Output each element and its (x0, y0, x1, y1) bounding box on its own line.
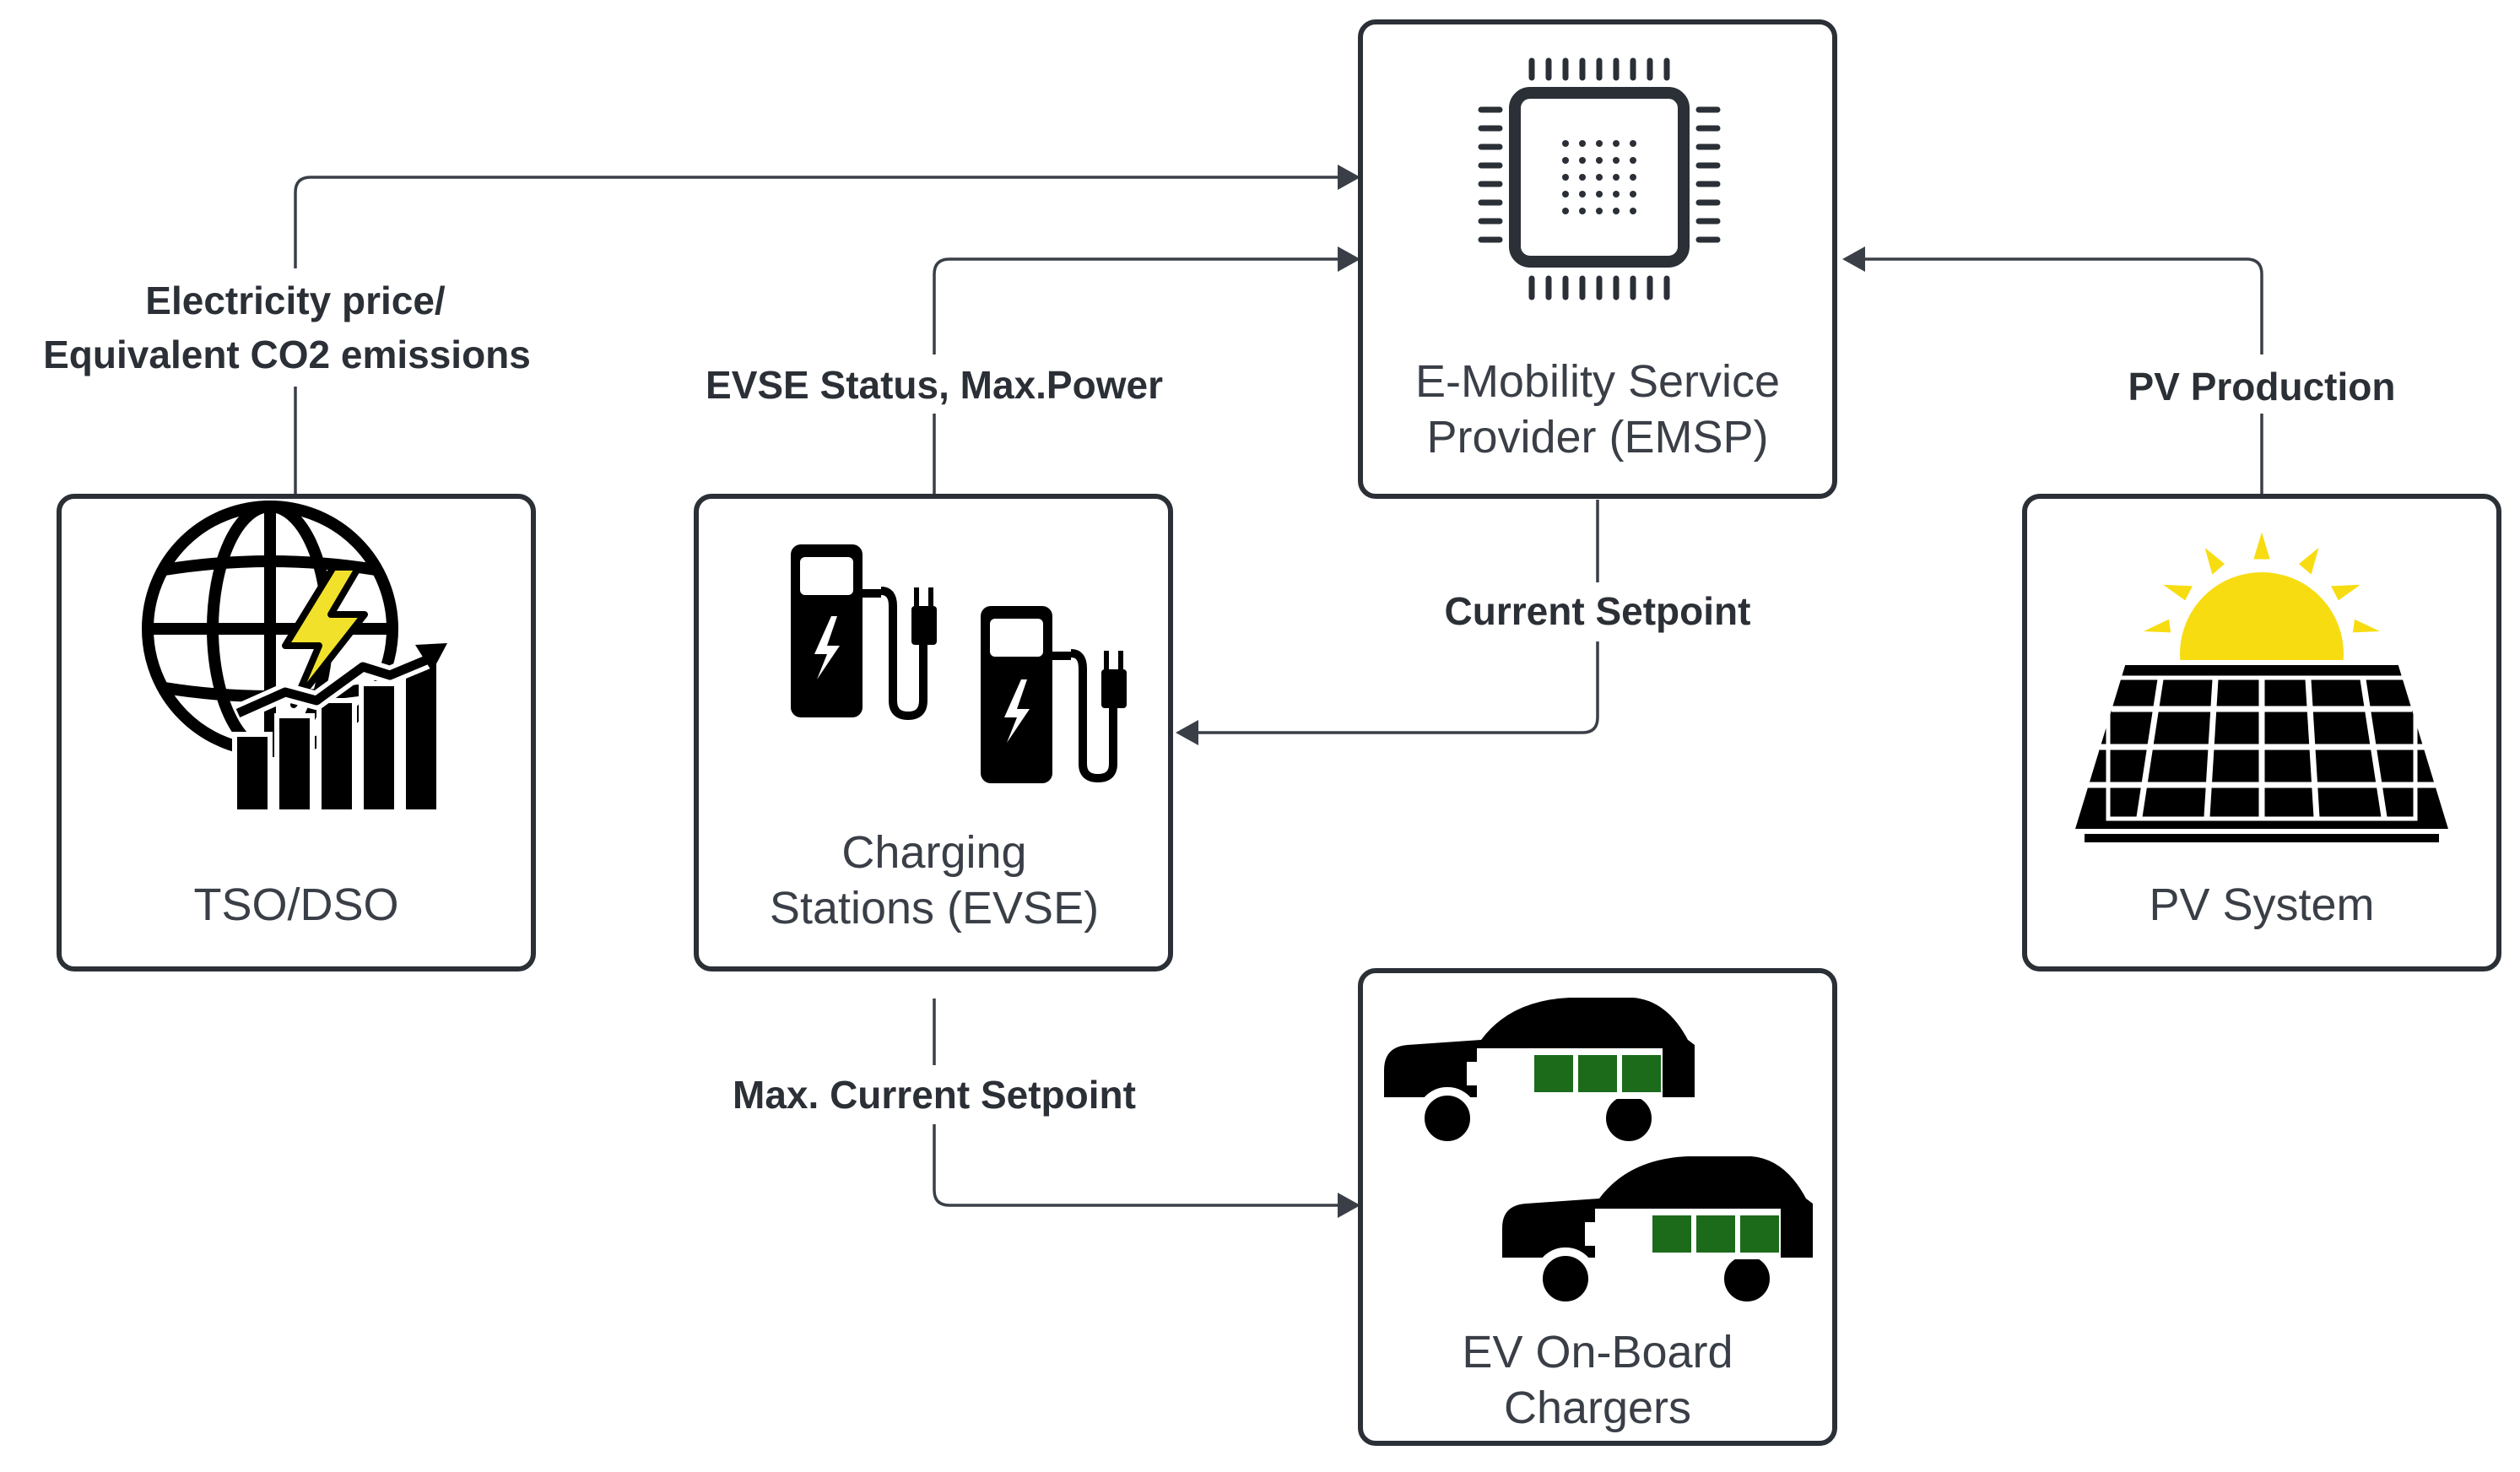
edge-evse-to-ev (933, 998, 1360, 1218)
edge-label-current-setpoint: Current Setpoint (1445, 589, 1751, 633)
edge-label-evse-status: EVSE Status, Max.Power (706, 363, 1163, 407)
node-evse-label-line1: Charging (841, 827, 1026, 878)
globe-lightning-chart-icon (142, 501, 447, 814)
node-tso-label: TSO/DSO (193, 879, 398, 930)
solar-panel-icon (2068, 517, 2456, 842)
node-tso: TSO/DSO (57, 494, 536, 971)
node-ev-label-line1: EV On-Board (1462, 1327, 1733, 1377)
electric-car-battery-icon (1384, 998, 1813, 1310)
edge-pv-to-emsp (1842, 246, 2263, 494)
edge-label-pv-production: PV Production (2128, 365, 2396, 409)
node-evse: Charging Stations (EVSE) (694, 494, 1173, 971)
node-emsp-label-line1: E-Mobility Service (1415, 356, 1780, 407)
node-emsp-label-line2: Provider (EMSP) (1426, 412, 1768, 463)
edge-emsp-to-evse (1176, 500, 1599, 745)
edge-label-tso-line1: Electricity price/ (145, 279, 446, 322)
microchip-icon (1478, 57, 1721, 300)
node-pv-label: PV System (2149, 879, 2374, 930)
node-evse-label-line2: Stations (EVSE) (770, 883, 1099, 934)
node-pv: PV System (2022, 494, 2501, 971)
node-ev: EV On-Board Chargers (1358, 968, 1837, 1446)
node-emsp: E-Mobility Service Provider (EMSP) (1358, 19, 1837, 499)
edge-label-max-current-setpoint: Max. Current Setpoint (733, 1073, 1136, 1117)
edge-tso-to-emsp (294, 165, 1360, 494)
edge-label-tso-line2: Equivalent CO2 emissions (43, 333, 531, 376)
edge-evse-to-emsp (933, 246, 1360, 494)
node-ev-label-line2: Chargers (1504, 1383, 1691, 1433)
ev-charging-station-icon (791, 544, 1127, 783)
